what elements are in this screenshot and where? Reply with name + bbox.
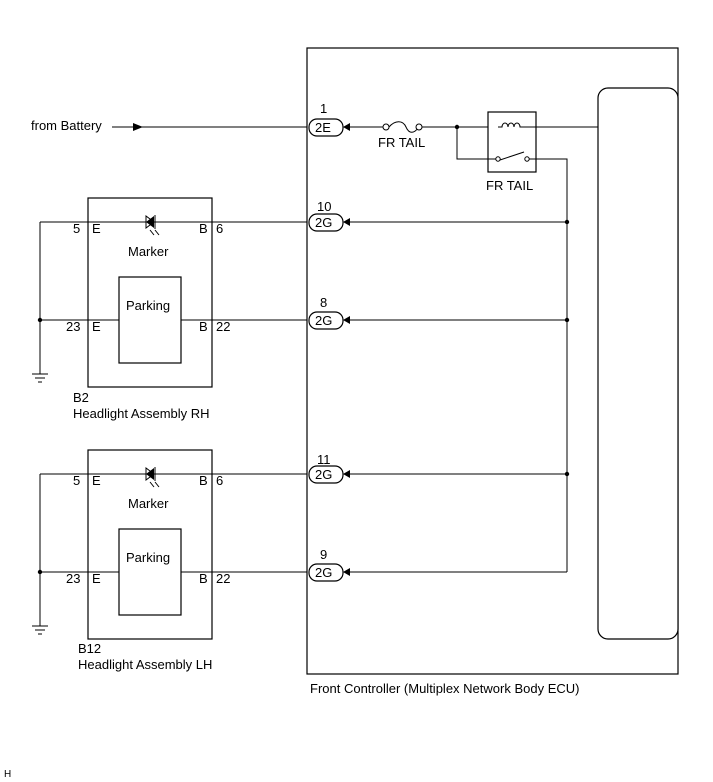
footer-letter: H: [4, 769, 11, 780]
parking-right-pin: 22: [216, 571, 230, 586]
connector-pin-number: 1: [320, 101, 327, 116]
battery-label: from Battery: [31, 118, 102, 133]
marker-label: Marker: [128, 244, 169, 259]
battery-arrow: [133, 123, 143, 131]
ecu-label: Front Controller (Multiplex Network Body…: [310, 681, 579, 696]
led-icon: [145, 467, 160, 488]
ground-icon: [32, 625, 48, 635]
ground-icon: [32, 373, 48, 383]
marker-right-term: B: [199, 221, 208, 236]
connector-code: 2E: [315, 120, 331, 135]
headlight-assembly-rh: 5 E B 6 Marker Parking 23 E B 22 B2 Head…: [32, 197, 307, 421]
relay-coil-icon: [498, 122, 524, 128]
parking-label: Parking: [126, 298, 170, 313]
parking-left-term: E: [92, 571, 101, 586]
marker-left-term: E: [92, 473, 101, 488]
connector-pin-number: 11: [317, 452, 331, 467]
connector-shell: [308, 311, 344, 330]
led-icon: [145, 215, 160, 236]
connector-shell: [308, 213, 344, 232]
relay-switch-output-wire: [529, 158, 568, 572]
connector-code: 2G: [315, 467, 332, 482]
junction-dot: [564, 471, 570, 477]
marker-right-pin: 6: [216, 473, 223, 488]
junction-dot: [37, 317, 43, 323]
connector-code: 2G: [315, 215, 332, 230]
junction-dot: [564, 317, 570, 323]
ecu-connector-9: 9 2G: [308, 547, 344, 582]
ecu-connector-10: 10 2G: [308, 199, 344, 232]
parking-lamp-box: [118, 276, 182, 364]
relay-label: FR TAIL: [486, 178, 533, 193]
parking-left-pin: 23: [66, 571, 80, 586]
headlight-assembly-lh: 5 E B 6 Marker Parking 23 E B 22 B12 Hea…: [32, 449, 307, 672]
junction-dot: [564, 219, 570, 225]
connector-shell: [308, 465, 344, 484]
assembly-code: B12: [78, 641, 101, 656]
connector-shell: [308, 118, 344, 137]
connector-code: 2G: [315, 565, 332, 580]
relay-box: [487, 111, 537, 173]
fuse-label: FR TAIL: [378, 135, 425, 150]
terminal-arrow: [343, 568, 350, 576]
relay-switch-input-wire: [456, 127, 496, 160]
parking-left-term: E: [92, 319, 101, 334]
terminal-arrow: [343, 123, 350, 131]
assembly-name: Headlight Assembly RH: [73, 406, 210, 421]
terminal-arrow: [343, 316, 350, 324]
parking-right-pin: 22: [216, 319, 230, 334]
marker-right-term: B: [199, 473, 208, 488]
junction-dot: [37, 569, 43, 575]
marker-left-term: E: [92, 221, 101, 236]
terminal-arrow: [343, 470, 350, 478]
connector-code: 2G: [315, 313, 332, 328]
assembly-code: B2: [73, 390, 89, 405]
assembly-name: Headlight Assembly LH: [78, 657, 212, 672]
ecu-connector-11: 11 2G: [308, 452, 344, 484]
ecu-internal-module: [597, 87, 679, 640]
marker-left-pin: 5: [73, 221, 80, 236]
marker-label: Marker: [128, 496, 169, 511]
ecu-connector-8: 8 2G: [308, 295, 344, 330]
marker-left-pin: 5: [73, 473, 80, 488]
marker-right-pin: 6: [216, 221, 223, 236]
connector-pin-number: 9: [320, 547, 327, 562]
terminal-arrow: [343, 218, 350, 226]
connector-shell: [308, 563, 344, 582]
fuse-icon: [382, 121, 423, 133]
parking-label: Parking: [126, 550, 170, 565]
connector-pin-number: 10: [317, 199, 331, 214]
ecu-connector-1: 1 2E: [308, 101, 344, 137]
parking-left-pin: 23: [66, 319, 80, 334]
parking-right-term: B: [199, 571, 208, 586]
connector-pin-number: 8: [320, 295, 327, 310]
parking-right-term: B: [199, 319, 208, 334]
relay-switch-icon: [495, 151, 530, 162]
parking-lamp-box: [118, 528, 182, 616]
